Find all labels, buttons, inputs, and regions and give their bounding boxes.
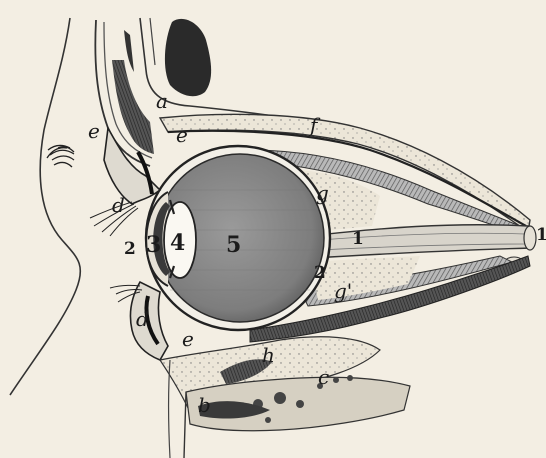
label-3: 3 bbox=[146, 232, 161, 258]
label-1-end: 1 bbox=[536, 225, 546, 245]
optic-nerve bbox=[310, 225, 532, 258]
label-h: h bbox=[262, 343, 275, 367]
label-e-mid: e bbox=[176, 123, 188, 147]
label-5: 5 bbox=[226, 232, 241, 258]
eyebrow bbox=[47, 145, 74, 167]
label-e-lower: e bbox=[182, 327, 194, 351]
label-a: a bbox=[156, 89, 168, 113]
label-2-right: 2 bbox=[314, 263, 326, 283]
label-g-upper: g bbox=[316, 181, 329, 205]
label-d-upper: d bbox=[112, 193, 125, 217]
label-c: c bbox=[318, 365, 329, 389]
frontal-sinus bbox=[165, 19, 211, 96]
label-1-nerve: 1 bbox=[352, 229, 364, 249]
label-4: 4 bbox=[170, 230, 185, 256]
label-b: b bbox=[198, 393, 211, 417]
label-2-left: 2 bbox=[124, 239, 136, 259]
label-d-lower: d bbox=[136, 307, 149, 331]
face-profile-line bbox=[10, 18, 80, 395]
label-g-lower: g' bbox=[334, 279, 352, 303]
label-e-upper: e bbox=[88, 119, 100, 143]
